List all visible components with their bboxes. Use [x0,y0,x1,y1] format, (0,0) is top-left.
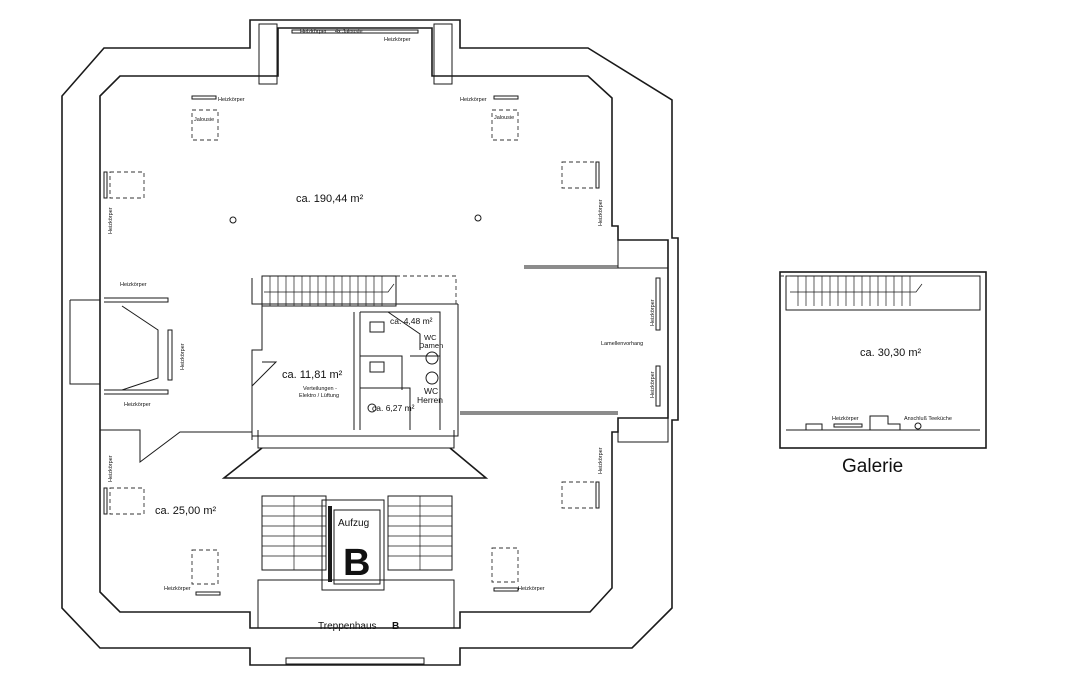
area-main-hall: ca. 190,44 m² [296,193,364,205]
label-heater-nw: Heizkörper [218,97,245,103]
label-louvre-curtain: Lamellenvorhang [601,341,643,347]
area-wc-vestibule: ca. 4,48 m² [390,316,433,326]
label-heater-left-bay: Heizkörper [180,343,186,370]
label-heater-ne: Heizkörper [460,97,487,103]
area-utility: ca. 6,27 m² [372,403,415,413]
label-heater-east-lower: Heizkörper [598,447,604,474]
label-heater-west: Heizkörper [108,207,114,234]
middle-staircase [261,275,457,307]
heater-left-bay [167,329,173,381]
label-elevator: Aufzug [338,518,369,529]
label-stairwell-letter: B [392,621,399,632]
label-heater-left-bay-top: Heizkörper [120,282,147,288]
bay-right-bottom [617,417,669,443]
label-wc-men-1: WC [424,386,438,396]
bay-right-top [617,239,669,269]
label-heater-se: Heizkörper [518,586,545,592]
label-wc-women-1: WC [424,333,437,342]
label-distribution-2: Elektro / Lüftung [299,393,339,399]
heater-right-1 [655,277,661,331]
label-wc-women-2: Damen [419,341,443,350]
toilet-1 [369,321,385,333]
label-elevator-letter: B [343,542,370,584]
label-heater-right-1: Heizkörper [650,299,656,326]
label-heater-gallery: Heizkörper [832,416,859,422]
area-room-middle: ca. 11,81 m² [282,369,343,381]
toilet-2 [369,361,385,373]
label-wc-men-2: Herren [417,395,443,405]
floor-drain [367,403,377,413]
gallery-title: Galerie [842,456,903,477]
label-distribution-1: Verteilungen - [303,386,337,392]
elevator [321,499,385,591]
label-heater-left-bay-bottom: Heizkörper [124,402,151,408]
sink-women [425,351,439,365]
area-room-southwest: ca. 25,00 m² [155,505,216,517]
pillar-top-right [433,23,453,85]
label-blind-top: 4x Jalousie [335,29,363,35]
area-gallery: ca. 30,30 m² [860,347,921,359]
pillar-top-left [258,23,278,85]
label-blind-nw: Jalousie [194,117,214,123]
gallery-outline [779,271,987,449]
label-heater-sw: Heizkörper [164,586,191,592]
label-blind-ne: Jalousie [494,115,514,121]
heater-top [291,29,419,34]
label-kitchenette: Anschluß Teeküche [904,416,952,422]
sink-men [425,371,439,385]
label-heater-top-left: Heizkörper [300,29,327,35]
stairwell-core [221,430,489,665]
label-heater-right-2: Heizkörper [650,371,656,398]
heater-right-2 [655,365,661,407]
label-heater-east: Heizkörper [598,199,604,226]
outer-wall [61,19,679,666]
label-heater-west-lower: Heizkörper [108,455,114,482]
label-stairwell: Treppenhaus [318,621,377,632]
label-heater-top-right: Heizkörper [384,37,411,43]
